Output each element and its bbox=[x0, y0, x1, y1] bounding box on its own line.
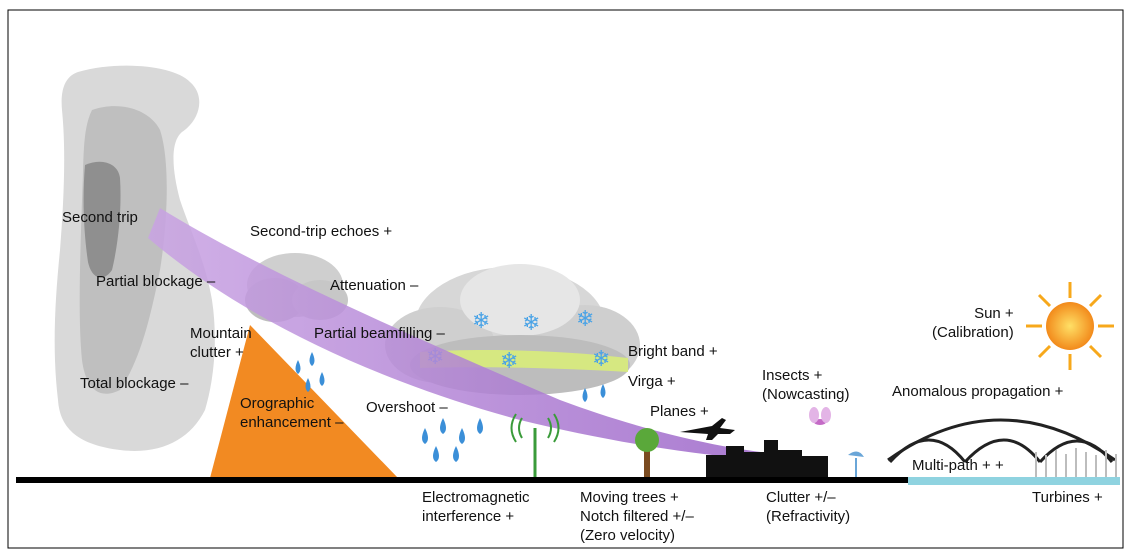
label-virga: Virga + bbox=[628, 373, 676, 390]
label-partial-beamfilling: Partial beamfilling – bbox=[314, 325, 445, 342]
label-anomalous-propagation: Anomalous propagation + bbox=[892, 383, 1064, 400]
radar-dish-icon bbox=[848, 451, 864, 478]
storm-cloud-left bbox=[54, 65, 215, 451]
label-moving-trees: Moving trees + Notch filtered +/– (Zero … bbox=[580, 489, 694, 544]
svg-text:❄: ❄ bbox=[472, 309, 490, 334]
label-mountain-clutter: Mountain clutter + bbox=[190, 325, 252, 361]
label-electromagnetic-interference: Electromagnetic interference + bbox=[422, 489, 530, 525]
label-sun: Sun + (Calibration) bbox=[932, 305, 1014, 341]
label-clutter: Clutter +/– (Refractivity) bbox=[766, 489, 851, 525]
water-surface bbox=[908, 477, 1120, 485]
city-clutter bbox=[706, 440, 828, 478]
label-multi-path: Multi-path + + bbox=[912, 457, 1004, 474]
label-second-trip-echoes: Second-trip echoes + bbox=[250, 223, 393, 240]
svg-text:❄: ❄ bbox=[522, 311, 540, 336]
label-orographic-enhancement: Orographic enhancement – bbox=[240, 395, 344, 431]
raindrop-icons bbox=[295, 352, 606, 462]
label-partial-blockage: Partial blockage – bbox=[96, 273, 216, 290]
label-overshoot: Overshoot – bbox=[366, 399, 448, 416]
label-turbines: Turbines + bbox=[1032, 489, 1103, 506]
insect-icon bbox=[809, 407, 831, 425]
svg-text:❄: ❄ bbox=[576, 307, 594, 332]
label-planes: Planes + bbox=[650, 403, 709, 420]
svg-text:❄: ❄ bbox=[592, 347, 610, 372]
frame-border bbox=[7, 9, 1124, 549]
turbine-icons bbox=[1035, 448, 1117, 478]
plane-icon bbox=[680, 418, 735, 440]
label-second-trip: Second trip bbox=[62, 209, 138, 226]
label-bright-band: Bright band + bbox=[628, 343, 718, 360]
label-attenuation: Attenuation – bbox=[330, 277, 419, 294]
sun-icon bbox=[1026, 282, 1114, 370]
label-insects: Insects + (Nowcasting) bbox=[762, 367, 850, 403]
antenna-icon bbox=[510, 413, 560, 478]
tree-icon bbox=[635, 428, 659, 478]
svg-text:❄: ❄ bbox=[500, 349, 518, 374]
mountain-orographic bbox=[210, 325, 398, 478]
ground-line bbox=[16, 477, 908, 483]
label-total-blockage: Total blockage – bbox=[80, 375, 189, 392]
